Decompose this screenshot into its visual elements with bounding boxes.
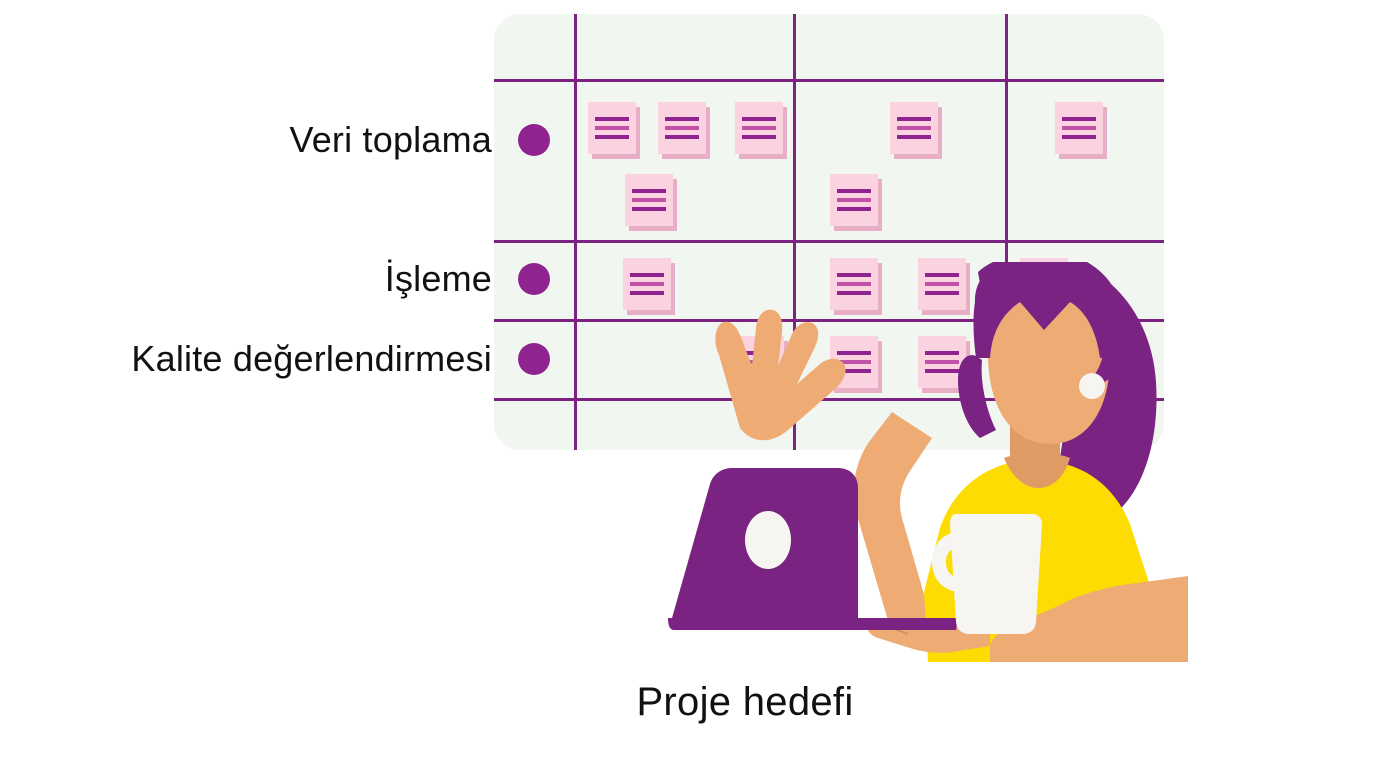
hand-icon	[715, 309, 846, 441]
earring-icon	[1079, 373, 1105, 399]
sticky-note[interactable]	[623, 258, 671, 310]
row-label-list: Veri toplama İşleme Kalite değerlendirme…	[0, 0, 492, 768]
page-title: Proje hedefi	[0, 680, 1376, 725]
note-line	[595, 117, 629, 121]
note-line	[595, 126, 629, 130]
note-line	[925, 282, 959, 286]
note-line	[630, 282, 664, 286]
grid-vline-1	[793, 14, 796, 450]
raised-arm-icon	[853, 412, 932, 634]
laptop-icon	[668, 468, 958, 630]
sticky-note[interactable]	[890, 102, 938, 154]
note-line	[925, 291, 959, 295]
note-line	[1062, 117, 1096, 121]
note-line	[837, 198, 871, 202]
note-line	[837, 273, 871, 277]
sticky-note[interactable]	[625, 174, 673, 226]
coffee-mug-icon	[932, 514, 1042, 634]
note-line	[837, 360, 871, 364]
note-line	[897, 117, 931, 121]
note-line	[925, 351, 959, 355]
row-bullet-2	[518, 343, 550, 375]
sticky-note[interactable]	[658, 102, 706, 154]
note-line	[742, 135, 776, 139]
sticky-note[interactable]	[735, 102, 783, 154]
note-line	[665, 117, 699, 121]
note-line	[630, 273, 664, 277]
note-line	[897, 135, 931, 139]
grid-vline-0	[574, 14, 577, 450]
note-line	[837, 282, 871, 286]
grid-hline-3	[494, 398, 1164, 401]
hair-front-icon	[973, 262, 1127, 384]
note-line	[742, 126, 776, 130]
grid-hline-2	[494, 319, 1164, 322]
row-bullet-1	[518, 263, 550, 295]
note-line	[837, 369, 871, 373]
sticky-note[interactable]	[918, 258, 966, 310]
grid-vline-2	[1005, 14, 1008, 398]
typing-arm-icon	[990, 576, 1188, 662]
note-line	[632, 189, 666, 193]
note-line	[837, 189, 871, 193]
sticky-note[interactable]	[588, 102, 636, 154]
note-line	[925, 360, 959, 364]
page-title-text: Proje hedefi	[636, 680, 854, 724]
note-line	[1062, 126, 1096, 130]
grid-hline-1	[494, 240, 1164, 243]
laptop-logo-icon	[745, 511, 791, 569]
note-line	[837, 207, 871, 211]
note-line	[925, 369, 959, 373]
sticky-note[interactable]	[1055, 102, 1103, 154]
row-label-0: Veri toplama	[289, 119, 492, 160]
sticky-note[interactable]	[918, 336, 966, 388]
note-line	[1062, 135, 1096, 139]
note-line	[837, 351, 871, 355]
note-line	[630, 291, 664, 295]
note-line	[742, 117, 776, 121]
row-label-2: Kalite değerlendirmesi	[131, 338, 492, 379]
note-line	[632, 198, 666, 202]
note-line	[595, 135, 629, 139]
sticky-note[interactable]	[830, 258, 878, 310]
face-icon	[988, 280, 1110, 444]
note-line	[837, 291, 871, 295]
note-line	[897, 126, 931, 130]
row-bullet-0	[518, 124, 550, 156]
note-line	[632, 207, 666, 211]
note-line	[665, 126, 699, 130]
hair-side-icon	[958, 355, 996, 438]
sticky-note[interactable]	[830, 174, 878, 226]
row-label-1: İşleme	[384, 258, 492, 299]
grid-hline-0	[494, 79, 1164, 82]
note-line	[665, 135, 699, 139]
illustration-woman-at-whiteboard	[660, 262, 1190, 662]
note-line	[925, 273, 959, 277]
